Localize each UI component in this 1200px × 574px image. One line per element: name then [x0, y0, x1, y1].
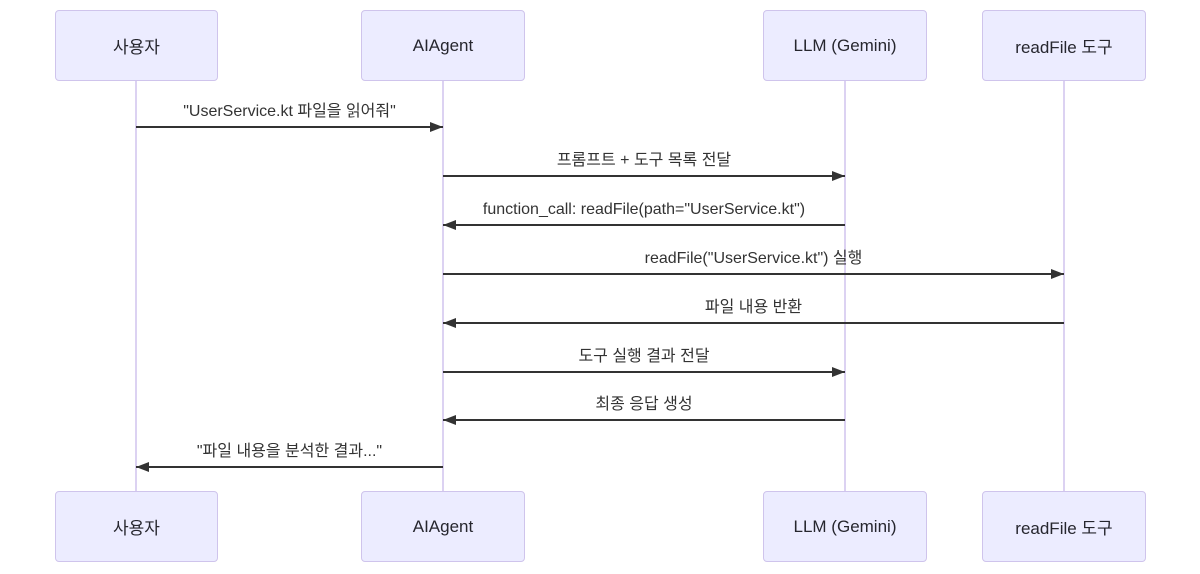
actor-box-user-top: 사용자	[55, 10, 218, 81]
message-agent-to-llm-prompt: 프롬프트 + 도구 목록 전달	[443, 151, 845, 181]
actor-label: AIAgent	[412, 516, 474, 536]
message-label: 최종 응답 생성	[595, 396, 693, 413]
actor-box-agent-bottom: AIAgent	[361, 491, 525, 562]
message-agent-to-tool-exec: readFile("UserService.kt") 실행	[443, 249, 1064, 279]
arrow-right-icon	[443, 171, 845, 181]
actor-box-llm-bottom: LLM (Gemini)	[763, 491, 927, 562]
arrow-right-icon	[136, 122, 443, 132]
actor-box-user-bottom: 사용자	[55, 491, 218, 562]
actor-box-tool-top: readFile 도구	[982, 10, 1146, 81]
actor-box-agent-top: AIAgent	[361, 10, 525, 81]
message-llm-to-agent-function-call: function_call: readFile(path="UserServic…	[443, 200, 845, 230]
arrow-right-icon	[443, 269, 1064, 279]
message-label: readFile("UserService.kt") 실행	[644, 250, 863, 267]
actor-label: 사용자	[113, 38, 160, 57]
lifeline-agent	[442, 81, 444, 491]
actor-label: readFile 도구	[1015, 38, 1113, 57]
actor-label: 사용자	[113, 519, 160, 538]
message-label: function_call: readFile(path="UserServic…	[482, 201, 806, 218]
actor-label: LLM (Gemini)	[793, 35, 897, 55]
message-tool-to-agent-return: 파일 내용 반환	[443, 298, 1064, 328]
arrow-left-icon	[443, 220, 845, 230]
message-agent-to-user-answer: "파일 내용을 분석한 결과..."	[136, 442, 443, 472]
message-llm-to-agent-final: 최종 응답 생성	[443, 395, 845, 425]
message-label: "UserService.kt 파일을 읽어줘"	[183, 103, 396, 120]
arrow-left-icon	[136, 462, 443, 472]
lifeline-user	[135, 81, 137, 491]
message-label: 도구 실행 결과 전달	[578, 348, 710, 365]
arrow-left-icon	[443, 318, 1064, 328]
actor-label: LLM (Gemini)	[793, 516, 897, 536]
actor-label: AIAgent	[412, 35, 474, 55]
message-label: 파일 내용 반환	[704, 299, 803, 316]
arrow-right-icon	[443, 367, 845, 377]
lifeline-llm	[844, 81, 846, 491]
message-label: 프롬프트 + 도구 목록 전달	[556, 152, 732, 169]
arrow-left-icon	[443, 415, 845, 425]
message-label: "파일 내용을 분석한 결과..."	[196, 443, 383, 460]
message-user-to-agent: "UserService.kt 파일을 읽어줘"	[136, 102, 443, 132]
actor-box-tool-bottom: readFile 도구	[982, 491, 1146, 562]
lifeline-tool	[1063, 81, 1065, 491]
actor-label: readFile 도구	[1015, 519, 1113, 538]
message-agent-to-llm-result: 도구 실행 결과 전달	[443, 347, 845, 377]
actor-box-llm-top: LLM (Gemini)	[763, 10, 927, 81]
